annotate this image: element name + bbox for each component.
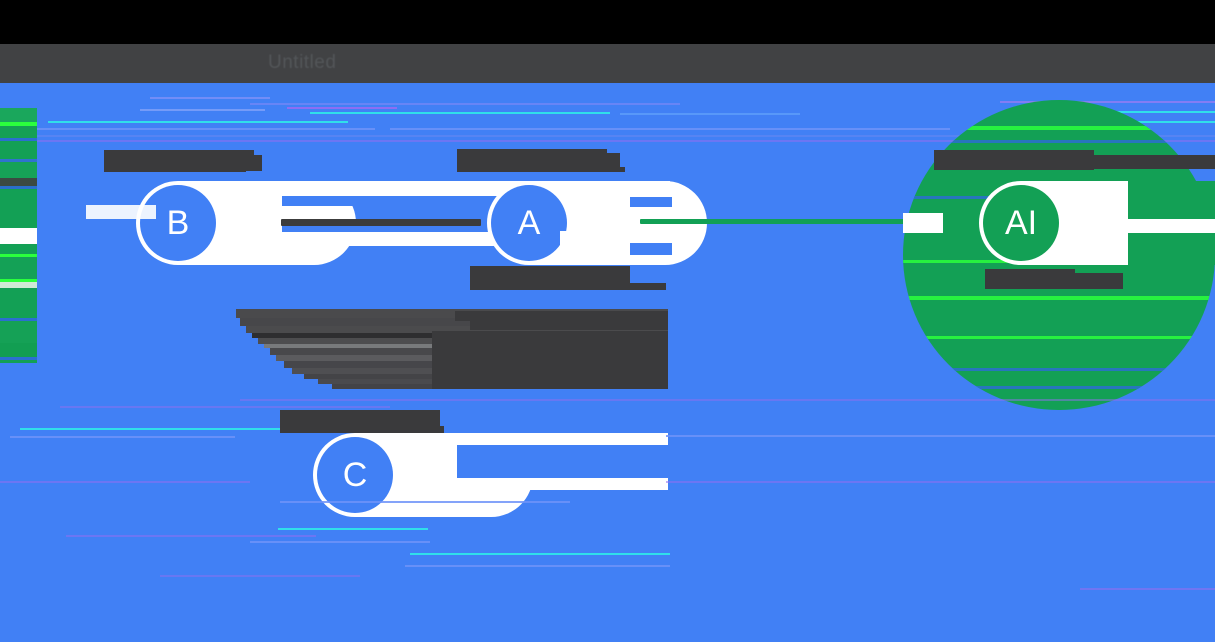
glitch-scanline [250,103,680,105]
wrapped-green-fragment [0,108,37,363]
connector-a-to-ai [640,219,958,224]
glitch-scanline [903,126,1215,130]
glitch-scanline [66,535,316,537]
window-header-bar: Untitled [0,44,1215,83]
glitch-scanline [10,436,235,438]
glitch-scanline [903,140,1215,143]
node-c[interactable]: C [313,433,533,517]
glitch-scanline [140,109,265,111]
caption-a2 [470,266,630,288]
glitch-scanline [903,336,1215,339]
window-title: Untitled [268,52,337,73]
node-ai-badge: AI [983,185,1059,261]
glitch-scanline [410,553,670,555]
caption-c-text [280,410,440,414]
glitch-scanline [1080,588,1215,590]
caption-ai2 [985,269,1075,289]
glitch-scanline [903,296,1215,300]
glitch-scanline [20,428,280,430]
glitch-scanline [310,112,610,114]
caption-a-text [457,149,607,153]
glitch-scanline [405,565,670,567]
glitch-scanline [0,481,250,483]
caption-c [280,410,440,430]
glitch-scanline [666,435,1215,437]
caption-a2-text [470,266,630,270]
node-c-badge: C [317,437,393,513]
caption-mid-smear-block [236,309,668,389]
diagram-canvas[interactable]: B A [0,83,1215,642]
glitch-scanline [903,368,1215,371]
caption-a [457,149,607,171]
caption-b [104,150,254,170]
top-black-strip [0,0,1215,44]
glitch-scanline [903,386,1215,389]
caption-ai2-text [985,269,1075,273]
caption-ai [934,150,1094,170]
node-ai[interactable]: AI [979,181,1179,265]
glitch-scanline [666,481,1215,483]
glitch-scanline [160,575,360,577]
caption-ai-text [934,150,1094,154]
node-a-badge: A [491,185,567,261]
glitch-scanline [390,128,950,130]
glitch-scanline [620,113,800,115]
connector-b-to-a [281,219,481,226]
caption-b-text [104,150,254,154]
glitch-scanline [60,406,390,408]
glitch-scanline [150,97,270,99]
glitch-scanline [250,541,430,543]
glitch-scanline [30,128,375,130]
glitch-scanline [287,107,397,109]
glitch-scanline [278,528,428,530]
node-b-badge: B [140,185,216,261]
glitch-scanline [48,121,348,123]
